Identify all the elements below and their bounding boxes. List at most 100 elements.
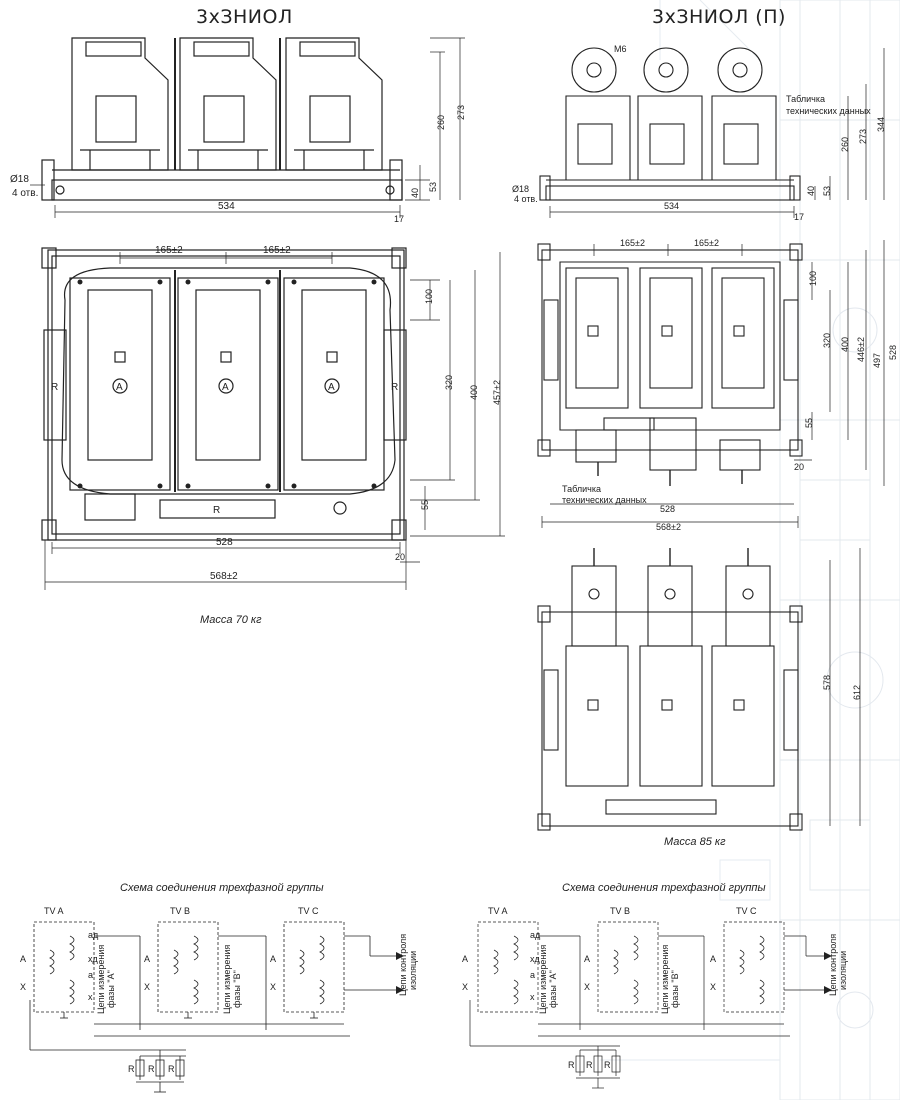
right-scheme-control-1: Цепи контроля bbox=[828, 934, 838, 996]
right-dim-260: 260 bbox=[840, 137, 850, 152]
right-scheme-tv-c: TV C bbox=[736, 906, 757, 916]
left-dim-400: 400 bbox=[469, 385, 479, 400]
right-dim-55: 55 bbox=[804, 418, 814, 428]
right-plate-note-bottom-1: Табличка bbox=[562, 484, 601, 494]
right-m6: M6 bbox=[614, 44, 627, 54]
left-scheme-term-xd: xд bbox=[88, 954, 99, 964]
right-scheme-r1: R bbox=[568, 1060, 575, 1070]
left-scheme-meas-b-2: фазы "В" bbox=[232, 970, 242, 1008]
left-mass: Масса 70 кг bbox=[200, 614, 262, 626]
left-ammeter-a: A bbox=[116, 382, 123, 393]
left-dim-100: 100 bbox=[424, 289, 434, 304]
left-resistor-right: R bbox=[391, 382, 398, 393]
left-scheme-r3: R bbox=[168, 1064, 175, 1074]
left-scheme-control-2: изоляции bbox=[408, 951, 418, 990]
left-dim-260: 260 bbox=[436, 115, 446, 130]
right-dim-446: 446±2 bbox=[856, 337, 866, 362]
right-dim-528-vert: 528 bbox=[888, 345, 898, 360]
left-dim-528: 528 bbox=[216, 537, 233, 548]
right-scheme-control-2: изоляции bbox=[838, 951, 848, 990]
left-scheme-title: Схема соединения трехфазной группы bbox=[120, 882, 324, 894]
left-hole-count: 4 отв. bbox=[12, 188, 38, 199]
right-dim-pitch-1: 165±2 bbox=[620, 238, 645, 248]
right-hole-diameter: Ø18 bbox=[512, 184, 529, 194]
left-dim-pitch-2: 165±2 bbox=[263, 245, 291, 256]
left-ammeter-b: A bbox=[222, 382, 229, 393]
right-mass: Масса 85 кг bbox=[664, 836, 726, 848]
left-dim-53: 53 bbox=[428, 182, 438, 192]
right-hole-count: 4 отв. bbox=[514, 194, 538, 204]
right-dim-528: 528 bbox=[660, 504, 675, 514]
right-scheme-meas-a-1: Цепи измерения bbox=[538, 945, 548, 1014]
right-dim-578: 578 bbox=[822, 675, 832, 690]
right-scheme-meas-b-1: Цепи измерения bbox=[660, 945, 670, 1014]
right-scheme-b-primary: A bbox=[584, 954, 590, 964]
right-scheme-x-primary: X bbox=[462, 982, 468, 992]
left-dim-568: 568±2 bbox=[210, 571, 238, 582]
right-plate-note-top-1: Табличка bbox=[786, 94, 825, 104]
right-scheme-meas-b-2: фазы "В" bbox=[670, 970, 680, 1008]
right-dim-344: 344 bbox=[876, 117, 886, 132]
right-dim-20: 20 bbox=[794, 462, 804, 472]
right-dim-273: 273 bbox=[858, 129, 868, 144]
left-scheme-meas-a-2: фазы "А" bbox=[106, 970, 116, 1008]
right-dim-40: 40 bbox=[806, 186, 816, 196]
right-dim-320: 320 bbox=[822, 333, 832, 348]
left-scheme-a-primary: A bbox=[20, 954, 26, 964]
left-scheme-term-x: x bbox=[88, 992, 93, 1002]
right-plate-note-top-2: технических данных bbox=[786, 106, 871, 116]
right-scheme-a-primary: A bbox=[462, 954, 468, 964]
right-dim-612: 612 bbox=[852, 685, 862, 700]
left-scheme-tv-c: TV C bbox=[298, 906, 319, 916]
right-dim-pitch-2: 165±2 bbox=[694, 238, 719, 248]
right-scheme-term-ad: aд bbox=[530, 930, 541, 940]
left-scheme-tv-a: TV A bbox=[44, 906, 64, 916]
right-scheme-term-a: a bbox=[530, 970, 535, 980]
left-dim-20: 20 bbox=[395, 552, 405, 562]
left-resistor-bottom: R bbox=[213, 505, 220, 516]
left-scheme-term-ad: aд bbox=[88, 930, 99, 940]
right-scheme-bx-primary: X bbox=[584, 982, 590, 992]
right-dim-53: 53 bbox=[822, 186, 832, 196]
left-resistor-left: R bbox=[51, 382, 58, 393]
left-scheme-r2: R bbox=[148, 1064, 155, 1074]
right-scheme-tv-b: TV B bbox=[610, 906, 630, 916]
right-dim-497: 497 bbox=[872, 353, 882, 368]
left-dim-17: 17 bbox=[394, 214, 404, 224]
left-scheme-x-primary: X bbox=[20, 982, 26, 992]
right-scheme-meas-a-2: фазы "А" bbox=[548, 970, 558, 1008]
left-scheme-c-primary: A bbox=[270, 954, 276, 964]
left-hole-diameter: Ø18 bbox=[10, 174, 29, 185]
left-dim-40: 40 bbox=[410, 188, 420, 198]
left-scheme-meas-a-1: Цепи измерения bbox=[96, 945, 106, 1014]
right-scheme-r2: R bbox=[586, 1060, 593, 1070]
left-dim-55: 55 bbox=[420, 500, 430, 510]
right-scheme-cx-primary: X bbox=[710, 982, 716, 992]
left-ammeter-c: A bbox=[328, 382, 335, 393]
right-dim-17: 17 bbox=[794, 212, 804, 222]
right-scheme-tv-a: TV A bbox=[488, 906, 508, 916]
left-dim-457: 457±2 bbox=[492, 380, 502, 405]
right-scheme-r3: R bbox=[604, 1060, 611, 1070]
right-dim-568: 568±2 bbox=[656, 522, 681, 532]
right-dim-100: 100 bbox=[808, 271, 818, 286]
right-scheme-title: Схема соединения трехфазной группы bbox=[562, 882, 766, 894]
left-scheme-term-a: a bbox=[88, 970, 93, 980]
right-scheme-term-x: x bbox=[530, 992, 535, 1002]
left-scheme-r1: R bbox=[128, 1064, 135, 1074]
left-scheme-meas-b-1: Цепи измерения bbox=[222, 945, 232, 1014]
right-title: 3хЗНИОЛ (П) bbox=[652, 6, 786, 28]
left-scheme-tv-b: TV B bbox=[170, 906, 190, 916]
left-dim-534: 534 bbox=[218, 201, 235, 212]
left-scheme-b-primary: A bbox=[144, 954, 150, 964]
left-scheme-bx-primary: X bbox=[144, 982, 150, 992]
left-dim-273: 273 bbox=[456, 105, 466, 120]
right-scheme-c-primary: A bbox=[710, 954, 716, 964]
left-dim-320: 320 bbox=[444, 375, 454, 390]
